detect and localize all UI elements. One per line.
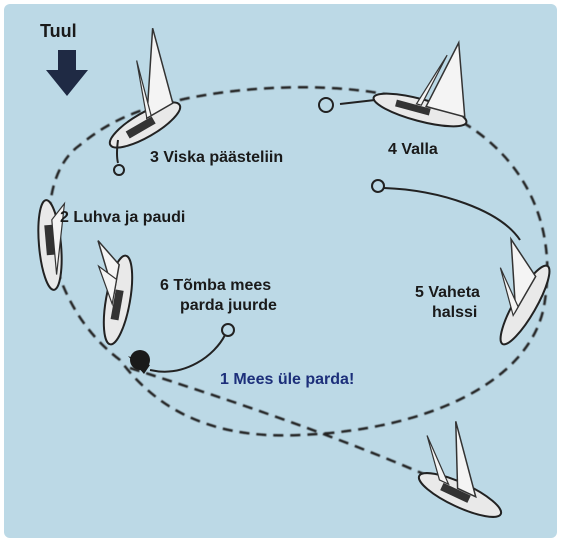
- wind-indicator: Tuul: [40, 21, 88, 96]
- step-5-label-line1: 5 Vaheta: [415, 284, 480, 301]
- sailboat-icon: [417, 421, 503, 518]
- rescue-line-icon: [318, 97, 376, 113]
- sailboat-icon: [108, 28, 182, 149]
- background-panel: [4, 4, 557, 538]
- sailboat-icon: [499, 236, 551, 346]
- sailboat-icon: [372, 40, 468, 128]
- sailboat-icon: [37, 199, 66, 291]
- step-4-label: 4 Valla: [388, 141, 438, 158]
- down-arrow-icon: [46, 50, 88, 96]
- wind-label: Tuul: [40, 21, 77, 41]
- step-1-label: 1 Mees üle parda!: [220, 371, 354, 388]
- rescue-line-icon: [149, 323, 235, 373]
- rescue-line-icon: [371, 179, 521, 241]
- person-in-water-icon: [128, 350, 150, 374]
- step-6-label-line2: parda juurde: [180, 297, 277, 314]
- sailboat-icon: [97, 240, 134, 346]
- step-2-label: 2 Luhva ja paudi: [60, 209, 185, 226]
- step-5-label-line2: halssi: [432, 304, 477, 321]
- rescue-line-icon: [113, 139, 125, 176]
- course-path: [48, 86, 549, 492]
- step-3-label: 3 Viska päästeliin: [150, 149, 283, 166]
- step-6-label-line1: 6 Tõmba mees: [160, 277, 271, 294]
